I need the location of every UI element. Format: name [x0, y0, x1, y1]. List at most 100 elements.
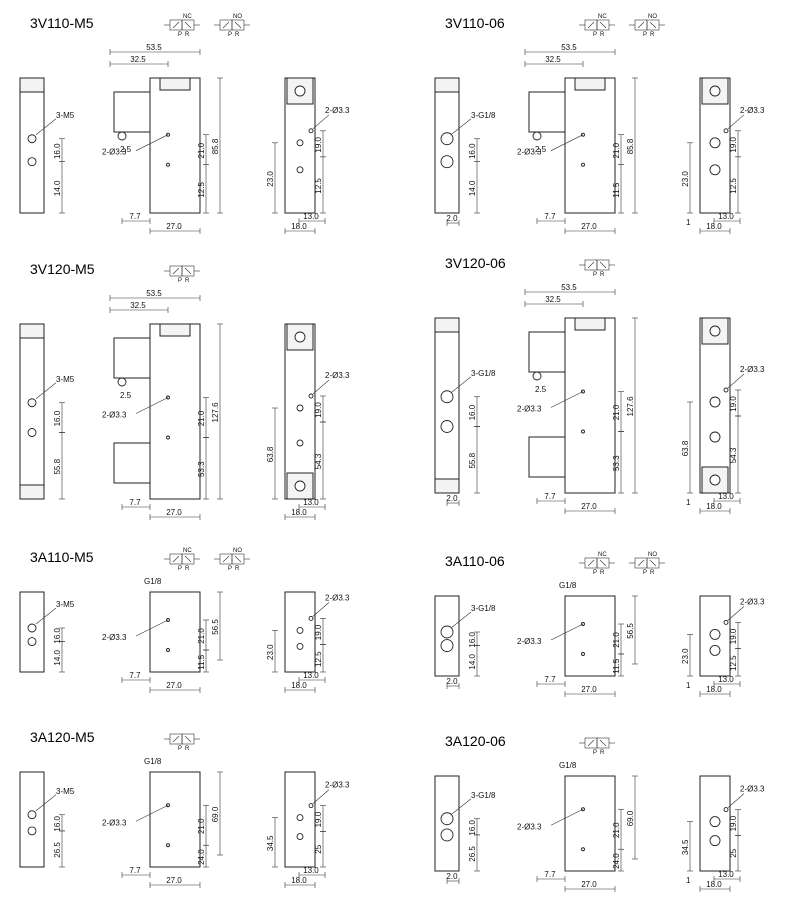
valve-symbol-label: NC — [598, 552, 607, 558]
dimension-label: 63.8 — [266, 446, 275, 462]
dimension-label: 19.0 — [314, 811, 323, 827]
valve-body-outline — [564, 595, 616, 677]
dimension-line — [234, 555, 242, 563]
dimension-label: 12.5 — [314, 651, 323, 667]
mount-hole — [723, 128, 729, 134]
holes-callout: 2-Ø3.3 — [325, 781, 350, 790]
solenoid-cap — [19, 323, 45, 339]
dimension-label: 7.7 — [129, 866, 141, 875]
holes-callout: 2-Ø3.3 — [517, 637, 542, 646]
dimension-label: 32.5 — [545, 295, 561, 304]
dimension-line — [172, 267, 180, 275]
dimension-label: 56.5 — [626, 623, 635, 639]
dimension-label: 63.8 — [681, 440, 690, 456]
solenoid-cap — [159, 77, 191, 91]
dimension-line — [450, 376, 472, 393]
dimension-label: 21.0 — [612, 822, 621, 838]
mount-hole — [308, 393, 314, 399]
holes-callout: 2-Ø3.3 — [325, 593, 350, 602]
valve-body-outline — [434, 77, 460, 214]
model-title: 3A110-06 — [445, 553, 505, 569]
dimension-line — [450, 611, 472, 629]
holes-callout: 2-Ø3.3 — [102, 148, 127, 157]
port-label-r: R — [185, 32, 190, 38]
valve-symbol-label: NO — [233, 548, 242, 554]
dimension-label: 27.0 — [581, 685, 597, 694]
dimension-label: 21.0 — [612, 632, 621, 648]
dimension-label: 7.7 — [544, 675, 556, 684]
port-hole — [27, 826, 37, 836]
mount-hole — [166, 843, 170, 848]
top-port-callout: G1/8 — [559, 761, 577, 770]
holes-callout: 2-Ø3.3 — [517, 148, 542, 157]
holes-callout: 2-Ø3.3 — [325, 371, 350, 380]
port-hole — [296, 439, 304, 447]
dimension-label: 2.0 — [446, 214, 458, 223]
port-hole — [117, 131, 127, 141]
valve-body-outline — [564, 77, 616, 214]
valve-body-outline — [284, 323, 316, 500]
dimension-line — [450, 798, 472, 815]
port-hole — [296, 139, 304, 147]
dimension-line — [550, 808, 584, 826]
dimension-line — [135, 619, 169, 637]
port-label-p: P — [228, 566, 232, 572]
valve-symbol-label: NC — [598, 14, 607, 20]
valve-symbol-label: NO — [233, 14, 242, 20]
dimension-line — [450, 118, 472, 135]
dimension-label: 69.0 — [626, 810, 635, 826]
model-title: 3A120-06 — [445, 733, 506, 749]
dimension-label: 16.0 — [468, 404, 477, 420]
port-label-r: R — [235, 32, 240, 38]
dimension-label: 1 — [686, 498, 691, 507]
valve-body-outline — [19, 771, 45, 868]
mount-hole — [308, 615, 314, 621]
port-hole — [709, 137, 721, 149]
valve-symbol-label: NC — [183, 548, 192, 554]
port-hole — [709, 816, 721, 828]
dimension-label: 23.0 — [266, 171, 275, 187]
manual-override-icon — [709, 85, 721, 97]
port-hole — [709, 396, 721, 408]
dimension-label: 7.7 — [129, 212, 141, 221]
model-title: 3V120-M5 — [30, 261, 95, 277]
dimension-label: 1 — [686, 876, 691, 885]
port-label-p: P — [178, 32, 182, 38]
connector-housing — [528, 436, 566, 478]
valve-body-outline — [149, 591, 201, 673]
dimension-label: 19.0 — [314, 136, 323, 152]
dimension-label: 13.0 — [718, 675, 734, 684]
mount-hole — [581, 162, 585, 167]
dimension-label: 27.0 — [166, 681, 182, 690]
dimension-label: 18.0 — [291, 681, 307, 690]
solenoid-cap — [434, 478, 460, 494]
dimension-line — [135, 804, 169, 822]
dimension-label: 85.8 — [211, 138, 220, 154]
dimension-label: 7.7 — [129, 671, 141, 680]
mount-hole — [166, 648, 170, 652]
connector-housing — [113, 337, 151, 379]
mount-hole — [581, 847, 585, 852]
dimension-label: 127.6 — [211, 402, 220, 423]
port-label-p: P — [178, 746, 182, 752]
dimension-label: 14.0 — [468, 180, 477, 196]
port-label-r: R — [600, 570, 605, 576]
dimension-label: 34.5 — [266, 835, 275, 851]
dimension-label: 2.0 — [446, 872, 458, 881]
connector-housing — [528, 91, 566, 133]
valve-body-outline — [19, 77, 45, 214]
side-port-callout: 3-M5 — [56, 111, 75, 120]
solenoid-cap — [159, 323, 191, 337]
holes-callout: 2-Ø3.3 — [102, 411, 127, 420]
side-port-callout: 3-M5 — [56, 375, 75, 384]
